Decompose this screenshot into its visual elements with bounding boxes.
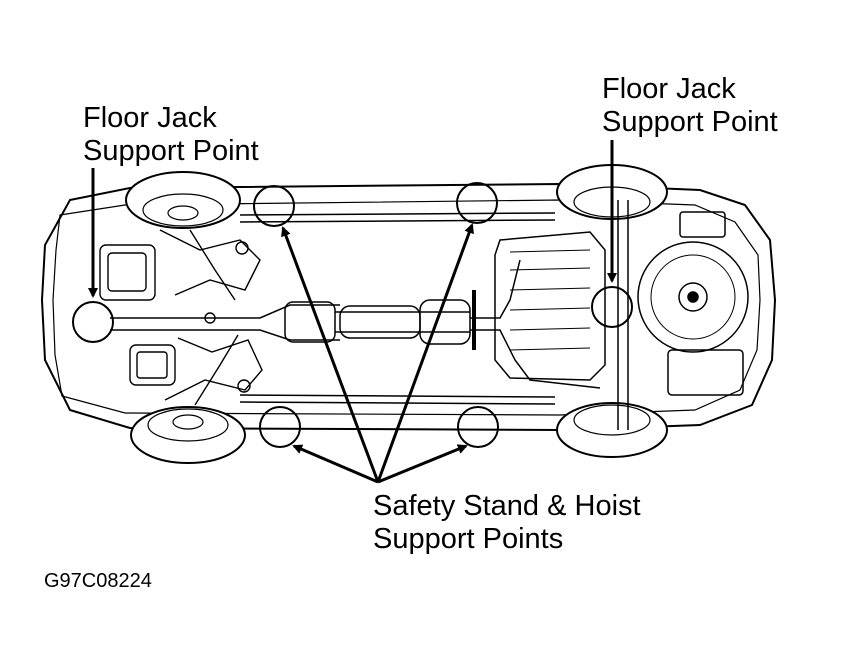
side-rails [239,212,556,405]
rear-right-wheel [556,402,668,458]
front-suspension-and-engine [99,229,263,406]
exhaust-system [110,259,601,389]
safety-stand-label-line2: Support Points [373,523,564,555]
figure-code: G97C08224 [44,570,152,592]
front-right-wheel [130,406,246,464]
arrow-stand-front-left [281,226,380,483]
arrow-stand-front-right [292,444,379,484]
safety-stand-label: Safety Stand & Hoist Support Points [373,490,641,556]
leader-arrows [88,140,617,484]
rear-floor-jack-label-line2: Support Point [602,106,778,138]
rear-floor-jack-label: Floor Jack Support Point [602,73,778,139]
safety-stand-label-line1: Safety Stand & Hoist [373,490,641,522]
stand-point-rear-left [456,182,498,224]
arrow-stand-rear-right [377,444,468,484]
front-floor-jack-label-line1: Floor Jack [83,102,217,134]
front-floor-jack-label: Floor Jack Support Point [83,102,259,168]
stand-point-rear-right [457,406,499,448]
front-left-wheel [125,171,241,229]
stand-point-front-left [253,185,295,227]
rear-floor-jack-label-line1: Floor Jack [602,73,736,105]
arrow-stand-rear-left [376,223,474,483]
fuel-tank [494,231,606,381]
jack-point-front [72,301,114,343]
rear-axle-and-spare [617,200,749,430]
support-point-markers [72,182,633,448]
jack-point-rear [591,286,633,328]
front-floor-jack-label-line2: Support Point [83,135,259,167]
stand-point-front-right [259,406,301,448]
